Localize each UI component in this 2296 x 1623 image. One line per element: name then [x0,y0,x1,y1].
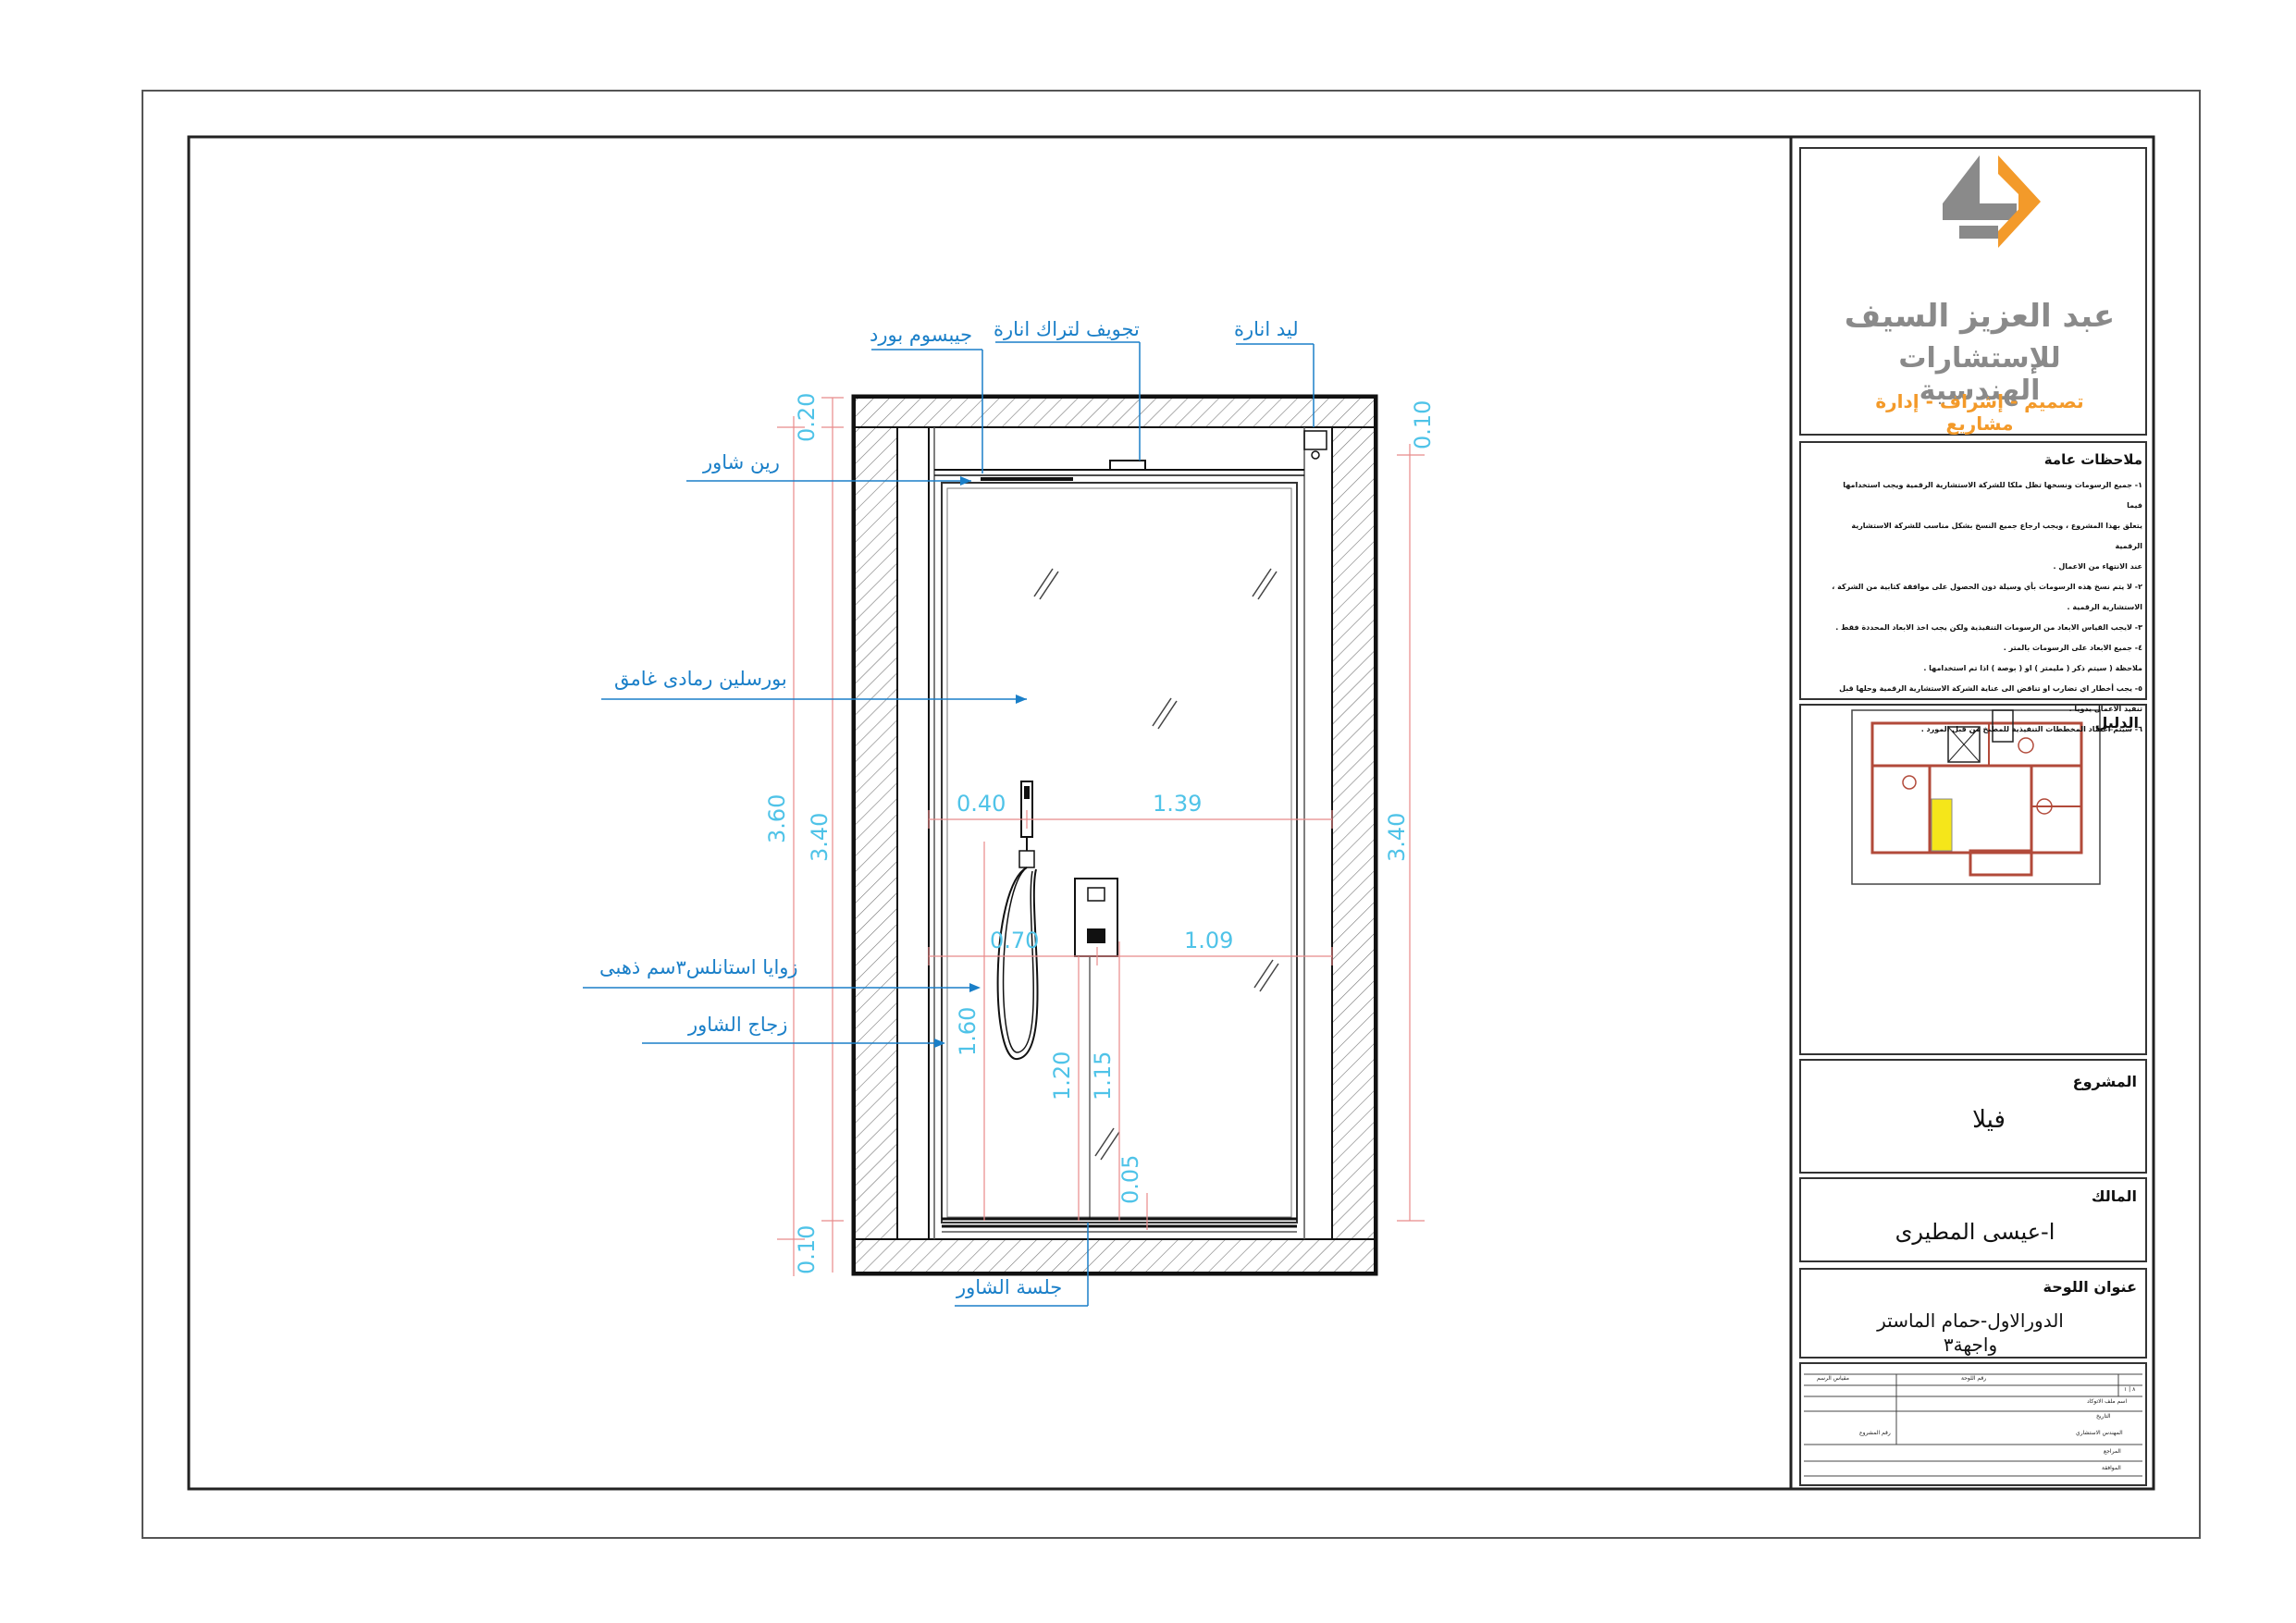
sheet-number-label: رقم اللوحة [1961,1375,1987,1382]
owner-value: ا-عيسى المطيرى [1895,1219,2055,1245]
dim-109: 1.09 [1184,928,1234,953]
label-led-light: ليد انارة [1234,318,1299,340]
notes-title: ملاحظات عامة [2043,451,2142,468]
note-item: ملاحظة ( سيتم ذكر ( مليمتر ) او ( بوصة )… [1923,664,2142,672]
note-item: يتعلق بهذا المشروع ، ويجب ارجاع جميع الن… [1851,522,2142,550]
date-label: التاريخ [2096,1413,2111,1420]
note-item: تنفيذ الاعمال يدويا . [2068,705,2142,713]
dim-040: 0.40 [957,791,1006,817]
key-plan [1851,709,2101,885]
label-track-recess: تجويف لتراك انارة [994,318,1140,340]
dim-340-right: 3.40 [1384,812,1410,862]
reviewer-label: المراجع [2104,1448,2121,1455]
note-item: عند الانتهاء من الاعمال . [2053,562,2143,571]
dim-115: 1.15 [1090,1051,1116,1100]
note-item: ٥- يجب أخطار اي تضارب او تناقض الى عناية… [1839,684,2142,693]
dim-010-top-right: 0.10 [1410,400,1436,449]
dim-160: 1.60 [955,1006,981,1056]
dim-010-bottom: 0.10 [794,1224,820,1274]
sheet-title-line2: واجهة٣ [1943,1334,1998,1356]
notes-list: ١- جميع الرسومات ونسخها تظل ملكا للشركة … [1828,475,2142,740]
consultant-label: المهندس الاستشاري [2076,1430,2123,1436]
owner-label: المالك [2091,1187,2137,1205]
company-logo [1943,155,2041,248]
note-item: ١- جميع الرسومات ونسخها تظل ملكا للشركة … [1843,481,2142,510]
company-tagline: تصميم - إشراف - إدارة مشاريع [1875,390,2084,435]
project-number-label: رقم المشروع [1859,1430,1891,1436]
dim-139: 1.39 [1153,791,1203,817]
dim-005: 0.05 [1117,1154,1143,1204]
approval-label: الموافقة [2102,1465,2121,1471]
guide-label: الدليل [2094,714,2139,732]
scale-label: مقياس الرسم [1817,1375,1849,1382]
label-shower-glass: زجاج الشاور [688,1014,788,1036]
sheet-title-line1: الدورالاول-حمام الماستر [1877,1309,2064,1332]
label-stainless-angles: زوايا استانلس٣سم ذهبى [599,956,798,978]
note-item: ٣- لايجب القياس الابعاد من الرسومات التن… [1835,623,2142,632]
dim-360: 3.60 [764,793,790,843]
project-value: فيلا [1972,1106,2006,1134]
file-name-label: اسم ملف الاتوكاد [2087,1398,2128,1405]
dim-340-left: 3.40 [807,812,833,862]
label-rain-shower: رين شاور [703,451,780,473]
company-name-line1: عبد العزيز السيف [1844,298,2116,335]
dim-120: 1.20 [1049,1051,1075,1100]
label-shower-seat: جلسة الشاور [957,1276,1063,1298]
label-gypsum-board: جيبسوم بورد [870,324,973,346]
dim-020: 0.20 [794,392,820,442]
note-item: الاستشارية الرقمية . [2067,603,2143,611]
sheet-title-label: عنوان اللوحة [2043,1278,2138,1296]
note-item: ٦- سيتم اعتماد المخططات التنفيذية للمطبخ… [1920,725,2142,733]
dim-070: 0.70 [990,928,1040,953]
note-item: ٤- جميع الابعاد على الرسومات بالمتر . [2003,644,2142,652]
label-porcelain: بورسلين رمادى غامق [614,668,787,690]
sheet-number-value: ٨ | ١ [2124,1386,2136,1393]
note-item: ٢- لا يتم نسخ هذه الرسومات بأي وسيلة دون… [1832,583,2142,591]
project-label: المشروع [2072,1073,2137,1090]
company-name-line2: للإستشارات الهندسية [1898,342,2061,407]
